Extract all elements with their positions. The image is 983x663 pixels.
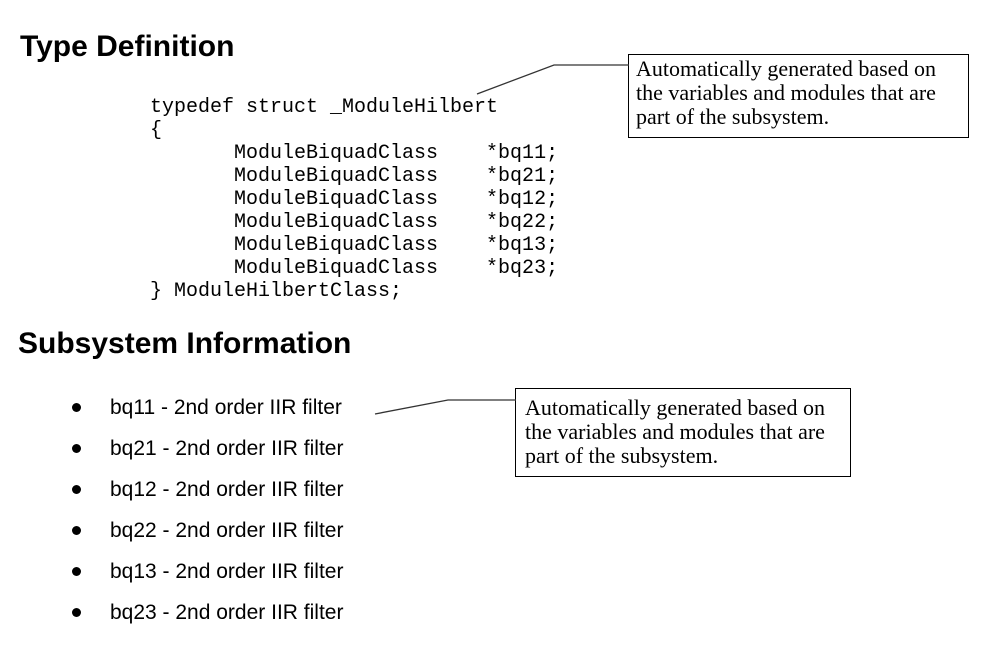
leader-line-list-callout bbox=[374, 399, 516, 415]
list-item: bq22 - 2nd order IIR filter bbox=[72, 519, 343, 542]
leader-line-code-callout bbox=[476, 64, 629, 95]
list-item: bq13 - 2nd order IIR filter bbox=[72, 560, 343, 583]
list-item: bq21 - 2nd order IIR filter bbox=[72, 437, 343, 460]
callout-box-subsystem-list: Automatically generated based on the var… bbox=[515, 388, 851, 477]
list-item-label: bq12 - 2nd order IIR filter bbox=[110, 477, 344, 501]
heading-subsystem-information: Subsystem Information bbox=[18, 327, 352, 360]
list-item-label: bq22 - 2nd order IIR filter bbox=[110, 518, 344, 542]
bullet-icon bbox=[72, 608, 81, 617]
subsystem-list: bq11 - 2nd order IIR filter bq21 - 2nd o… bbox=[72, 396, 343, 642]
list-item-label: bq23 - 2nd order IIR filter bbox=[110, 600, 344, 624]
callout-text: Automatically generated based on the var… bbox=[636, 56, 936, 129]
bullet-icon bbox=[72, 444, 81, 453]
list-item: bq23 - 2nd order IIR filter bbox=[72, 601, 343, 624]
heading-type-definition: Type Definition bbox=[20, 30, 235, 63]
list-item-label: bq11 - 2nd order IIR filter bbox=[110, 395, 342, 419]
list-item-label: bq13 - 2nd order IIR filter bbox=[110, 559, 344, 583]
list-item-label: bq21 - 2nd order IIR filter bbox=[110, 436, 344, 460]
callout-box-type-definition: Automatically generated based on the var… bbox=[628, 54, 969, 138]
bullet-icon bbox=[72, 526, 81, 535]
callout-text: Automatically generated based on the var… bbox=[525, 395, 825, 468]
list-item: bq11 - 2nd order IIR filter bbox=[72, 396, 343, 419]
bullet-icon bbox=[72, 567, 81, 576]
list-item: bq12 - 2nd order IIR filter bbox=[72, 478, 343, 501]
bullet-icon bbox=[72, 403, 81, 412]
code-block-module-hilbert: typedef struct _ModuleHilbert { ModuleBi… bbox=[150, 96, 559, 303]
bullet-icon bbox=[72, 485, 81, 494]
